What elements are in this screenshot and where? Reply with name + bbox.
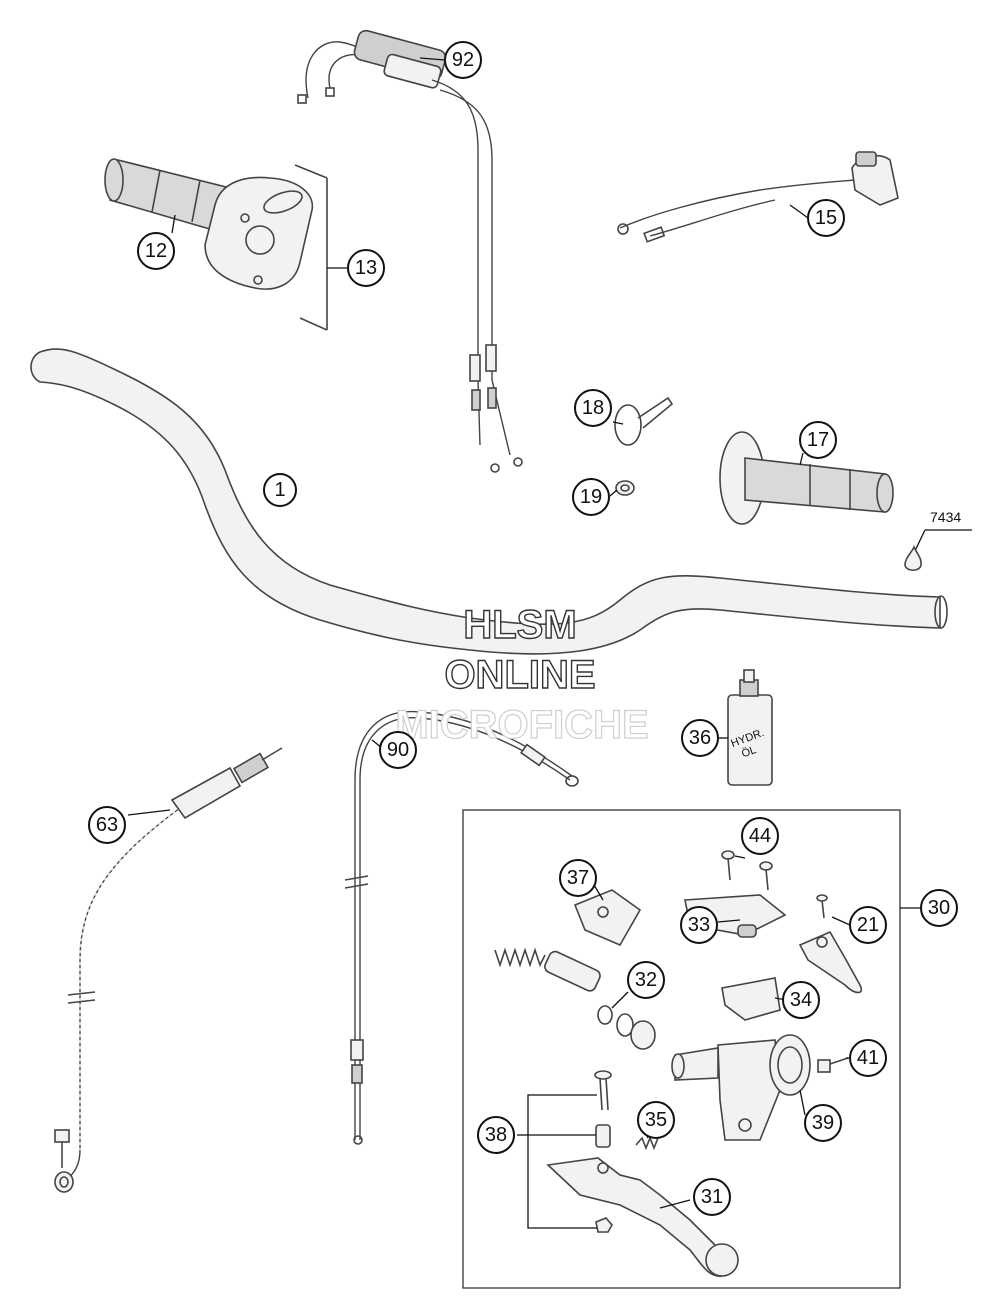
assembly-frame xyxy=(462,809,901,1289)
clamp-bolt xyxy=(817,1057,849,1073)
lever-bracket xyxy=(573,889,642,947)
callout-44: 44 xyxy=(741,817,779,855)
cable-tie xyxy=(614,396,674,446)
callout-41: 41 xyxy=(849,1039,887,1077)
reservoir-diaphragm xyxy=(721,977,781,1021)
callout-37: 37 xyxy=(559,859,597,897)
hydraulic-oil-bottle: HYDR. ÖL xyxy=(727,669,773,786)
kill-switch xyxy=(617,151,899,243)
callout-1: 1 xyxy=(263,473,297,507)
callout-17: 17 xyxy=(799,421,837,459)
callout-label-19: 19 xyxy=(580,486,602,508)
callout-18: 18 xyxy=(574,389,612,427)
handlebar xyxy=(30,348,948,655)
callout-label-39: 39 xyxy=(812,1112,834,1134)
lever-spring xyxy=(635,1135,659,1151)
callout-19: 19 xyxy=(572,478,610,516)
callout-label-31: 31 xyxy=(701,1186,723,1208)
callout-label-41: 41 xyxy=(857,1047,879,1069)
callout-label-21: 21 xyxy=(857,914,879,936)
callout-label-90: 90 xyxy=(387,739,409,761)
leader-lines xyxy=(127,57,851,1209)
adjuster-lever xyxy=(798,894,863,994)
callout-33: 33 xyxy=(680,906,718,944)
callout-label-32: 32 xyxy=(635,969,657,991)
callout-label-37: 37 xyxy=(567,867,589,889)
callout-label-38: 38 xyxy=(485,1124,507,1146)
pivot-parts xyxy=(527,1070,613,1233)
master-cylinder xyxy=(671,1034,811,1141)
grip-collar xyxy=(615,480,635,496)
callout-35: 35 xyxy=(637,1101,675,1139)
ref-code-7434: 7434 xyxy=(930,509,961,525)
callout-39: 39 xyxy=(804,1104,842,1142)
callout-34: 34 xyxy=(782,981,820,1019)
callout-30: 30 xyxy=(920,889,958,927)
callout-36: 36 xyxy=(681,719,719,757)
callout-label-35: 35 xyxy=(645,1109,667,1131)
callout-label-44: 44 xyxy=(749,825,771,847)
watermark-line3: MICROFICHE xyxy=(395,703,648,747)
callout-12: 12 xyxy=(137,232,175,270)
callout-31: 31 xyxy=(693,1178,731,1216)
left-grip xyxy=(719,431,894,525)
throttle-cables xyxy=(297,29,523,473)
callout-label-17: 17 xyxy=(807,429,829,451)
callout-label-33: 33 xyxy=(688,914,710,936)
callout-32: 32 xyxy=(627,961,665,999)
callout-label-63: 63 xyxy=(96,814,118,836)
hot-start-cable xyxy=(344,710,579,1145)
throttle-housing xyxy=(204,164,328,331)
watermark-line2: ONLINE xyxy=(444,653,595,697)
callout-90: 90 xyxy=(379,731,417,769)
callout-label-18: 18 xyxy=(582,397,604,419)
callout-21: 21 xyxy=(849,906,887,944)
bottle-label-line2: ÖL xyxy=(740,744,758,760)
callout-label-13: 13 xyxy=(355,257,377,279)
callout-label-1: 1 xyxy=(274,479,285,501)
cover-screws xyxy=(721,850,773,891)
throttle-grip xyxy=(104,158,231,234)
ref-7434-marker: 7434 xyxy=(904,509,972,572)
callout-15: 15 xyxy=(807,199,845,237)
master-piston xyxy=(494,947,656,1050)
callout-label-34: 34 xyxy=(790,989,812,1011)
callout-label-92: 92 xyxy=(452,49,474,71)
callout-38: 38 xyxy=(477,1116,515,1154)
callout-92: 92 xyxy=(444,41,482,79)
clutch-lever xyxy=(546,1157,739,1277)
watermark: HLSM ONLINE MICROFICHE xyxy=(395,602,650,747)
callout-label-30: 30 xyxy=(928,897,950,919)
brake-line xyxy=(54,747,283,1193)
callout-13: 13 xyxy=(347,249,385,287)
callout-label-12: 12 xyxy=(145,240,167,262)
callout-63: 63 xyxy=(88,806,126,844)
callout-label-15: 15 xyxy=(815,207,837,229)
callout-label-36: 36 xyxy=(689,727,711,749)
watermark-line1: HLSM xyxy=(463,603,576,647)
